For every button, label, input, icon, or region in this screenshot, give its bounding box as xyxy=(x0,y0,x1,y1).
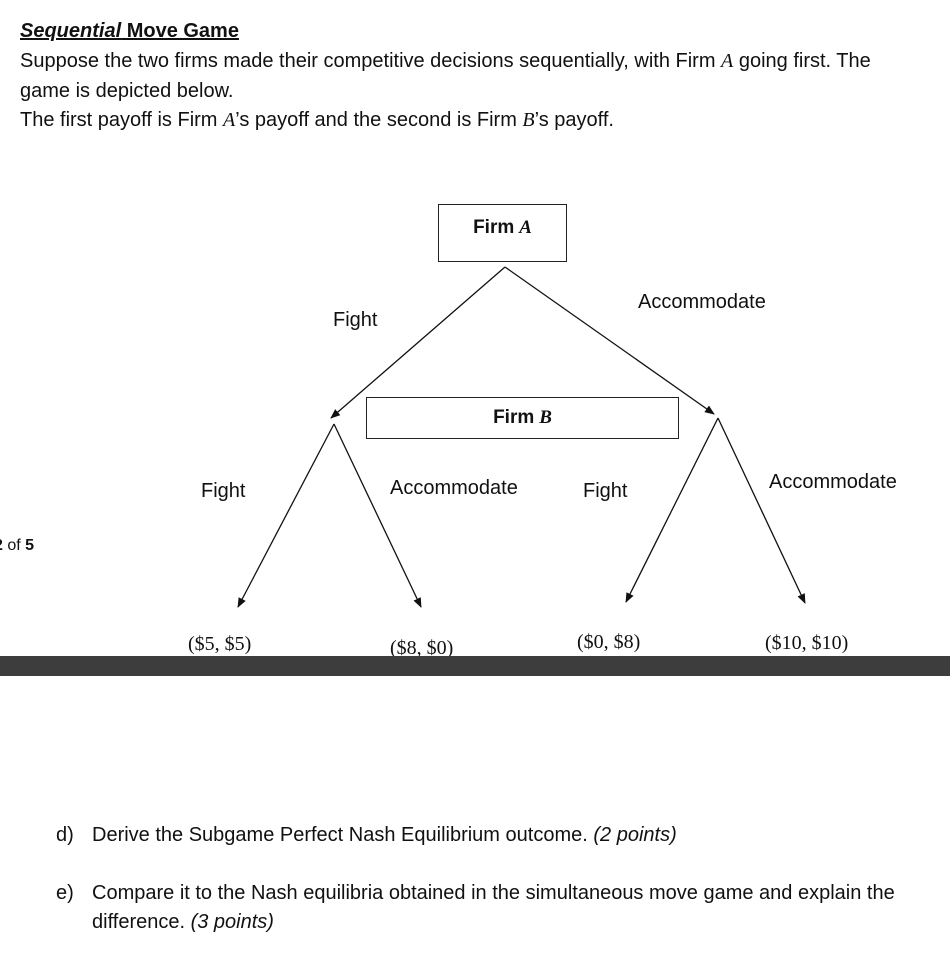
edge-b-right-accommodate xyxy=(717,417,806,604)
label-b-left-fight: Fight xyxy=(201,480,246,502)
document-page-upper: Sequential Move Game Suppose the two fir… xyxy=(0,19,920,659)
node-firm-a-var: A xyxy=(519,217,532,238)
payoff-accommodate-accommodate: ($10, $10) xyxy=(765,632,849,654)
page-break-bar xyxy=(0,656,950,676)
page-indicator-of: of xyxy=(2,537,26,554)
question-points: (3 points) xyxy=(190,911,274,933)
intro-text-segment: ’s payoff. xyxy=(534,109,614,131)
intro-paragraph-1: Suppose the two firms made their competi… xyxy=(20,47,920,106)
label-a-accommodate: Accommodate xyxy=(638,291,766,313)
page-number-total: 5 xyxy=(25,537,35,554)
edge-b-right-fight xyxy=(625,417,719,603)
question-text: Compare it to the Nash equilibria obtain… xyxy=(92,879,896,937)
intro-text-segment: Suppose the two firms made their competi… xyxy=(20,50,722,72)
payoff-fight-accommodate: ($8, $0) xyxy=(390,637,454,659)
payoff-accommodate-fight: ($0, $8) xyxy=(577,631,641,653)
node-firm-b-label: Firm xyxy=(493,407,535,428)
section-heading: Sequential Move Game xyxy=(20,19,239,43)
question-number: d) xyxy=(56,824,74,846)
question-d: d) Derive the Subgame Perfect Nash Equil… xyxy=(56,821,896,850)
question-body: Derive the Subgame Perfect Nash Equilibr… xyxy=(92,824,594,846)
intro-text-segment: The first payoff is Firm xyxy=(20,109,224,131)
node-firm-a-label: Firm xyxy=(473,217,515,238)
math-variable-a: A xyxy=(721,50,734,72)
intro-paragraph-2: The first payoff is Firm A’s payoff and … xyxy=(20,106,920,136)
label-b-left-accommodate: Accommodate xyxy=(390,477,518,499)
intro-text: Suppose the two firms made their competi… xyxy=(20,47,920,136)
label-a-fight: Fight xyxy=(333,309,378,331)
edge-b-left-fight xyxy=(237,423,335,608)
payoff-fight-fight: ($5, $5) xyxy=(188,633,252,655)
heading-italic-part: Sequential xyxy=(20,20,122,42)
page-indicator: 2 of 5 xyxy=(0,536,34,556)
math-variable-b: B xyxy=(522,109,535,131)
edge-a-accommodate xyxy=(504,266,715,415)
game-tree-diagram xyxy=(237,266,806,608)
edge-a-fight xyxy=(330,266,506,419)
intro-text-segment: going first. The game is depicted below. xyxy=(20,50,871,102)
label-b-right-fight: Fight xyxy=(583,480,628,502)
question-number: e) xyxy=(56,882,74,904)
intro-text-segment: ’s payoff and the second is Firm xyxy=(235,109,523,131)
question-points: (2 points) xyxy=(593,824,677,846)
edge-b-left-accommodate xyxy=(333,423,422,608)
page-number-current: 2 xyxy=(0,536,3,556)
node-firm-b-var: B xyxy=(539,407,552,428)
heading-rest: Move Game xyxy=(121,20,239,42)
label-b-right-accommodate: Accommodate xyxy=(769,471,897,493)
question-e: e) Compare it to the Nash equilibria obt… xyxy=(56,879,896,937)
document-page-lower: d) Derive the Subgame Perfect Nash Equil… xyxy=(0,676,950,956)
question-text: Derive the Subgame Perfect Nash Equilibr… xyxy=(92,821,896,850)
math-variable-a: A xyxy=(223,109,236,131)
question-body: Compare it to the Nash equilibria obtain… xyxy=(92,882,895,933)
